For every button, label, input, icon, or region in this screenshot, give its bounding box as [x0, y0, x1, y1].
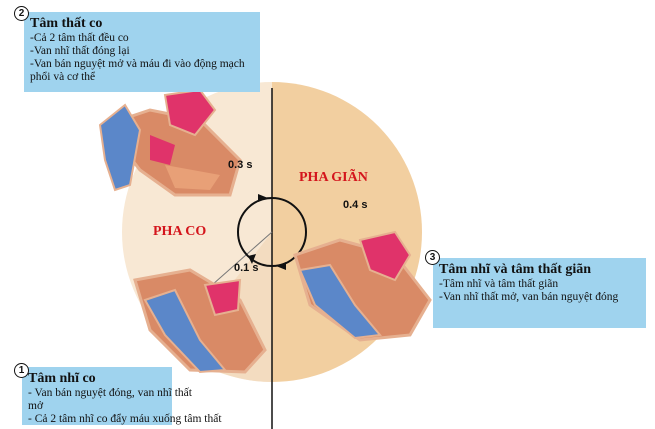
cycle-arrow-icon	[248, 194, 286, 270]
step-line: - Van bán nguyệt đóng, van nhĩ thất mở	[28, 387, 192, 412]
step-line: -Cả 2 tâm thất đều co	[30, 32, 129, 44]
time-diastole: 0.4 s	[343, 199, 368, 211]
step-2-box: Tâm thất co -Cả 2 tâm thất đều co -Van n…	[24, 12, 260, 92]
time-ventricular-systole: 0.3 s	[228, 159, 253, 171]
heart-ventricular-systole-image	[98, 88, 242, 197]
step-line: -Van nhĩ thất mở, van bán nguyệt đóng	[439, 291, 619, 303]
heart-atrial-systole-image	[133, 268, 267, 374]
step-number-badge: 1	[14, 363, 29, 378]
heart-diastole-image	[293, 230, 432, 342]
step-title: Tâm nhĩ và tâm thất giãn	[439, 262, 592, 277]
time-atrial-systole: 0.1 s	[234, 262, 259, 274]
step-number-badge: 2	[14, 6, 29, 21]
sector-line	[211, 231, 273, 286]
relaxation-phase-label: PHA GIÃN	[299, 170, 368, 185]
contraction-phase-label: PHA CO	[153, 224, 207, 239]
cycle-circle	[237, 197, 307, 267]
step-1-box: Tâm nhĩ co - Van bán nguyệt đóng, van nh…	[22, 367, 222, 425]
step-title: Tâm nhĩ co	[28, 371, 96, 386]
step-title: Tâm thất co	[30, 16, 103, 31]
step-3-box: Tâm nhĩ và tâm thất giãn -Tâm nhĩ và tâm…	[433, 258, 646, 328]
step-line: -Van bán nguyệt mở và máu đi vào động mạ…	[30, 58, 245, 83]
step-line: -Tâm nhĩ và tâm thất giãn	[439, 278, 559, 290]
step-number-badge: 3	[425, 250, 440, 265]
step-line: - Cả 2 tâm nhĩ co đẩy máu xuống tâm thất	[28, 413, 222, 425]
step-line: -Van nhĩ thất đóng lại	[30, 45, 130, 57]
